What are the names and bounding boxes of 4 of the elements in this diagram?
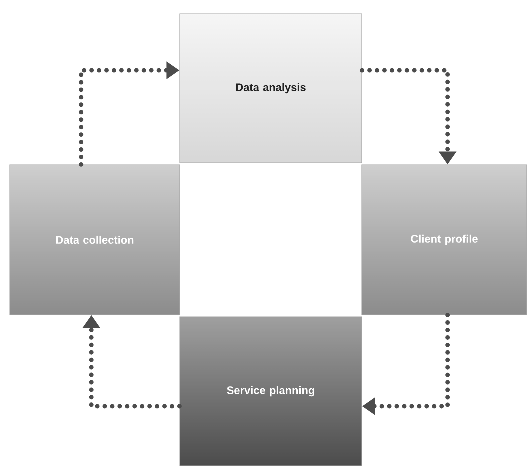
process-box: Data analysis <box>180 14 362 164</box>
process-box: Data collection <box>10 164 180 316</box>
process-box: Client profile <box>362 164 527 316</box>
process-box: Service planning <box>180 316 362 466</box>
